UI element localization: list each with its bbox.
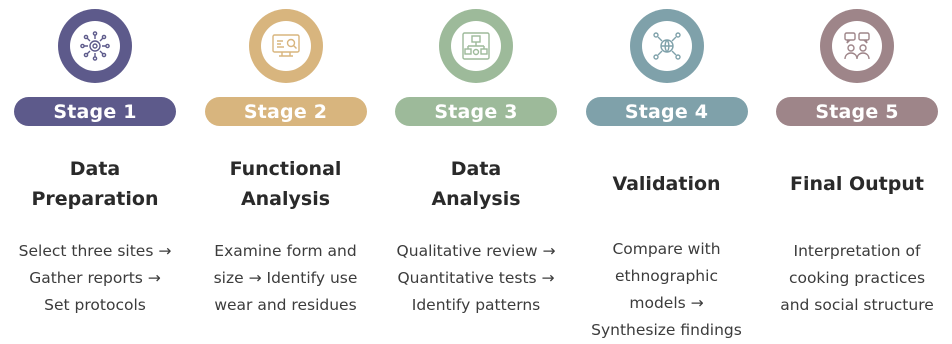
stage-2-icon-ring	[248, 9, 323, 83]
stage-2-icon-holder	[260, 21, 311, 71]
stage-2-desc-line: size → Identify use	[213, 269, 358, 287]
stage-3-desc-line: Qualitative review →	[396, 242, 556, 260]
stage-2-desc-line: Examine form and	[214, 242, 357, 260]
stage-5-icon-ring	[820, 9, 894, 83]
stage-1-icon-ring	[58, 9, 132, 83]
stage-3: Stage 3 Data Analysis Qualitative review…	[381, 0, 571, 342]
stage-4-desc-line: Synthesize findings	[591, 321, 742, 339]
stage-2-title-line: Analysis	[240, 188, 331, 210]
stage-1-title-line: Data	[69, 158, 121, 180]
stage-3-desc-line: Identify patterns	[411, 296, 541, 314]
stage-3-title: Data Analysis	[381, 152, 571, 216]
stage-2-title: Functional Analysis	[191, 152, 381, 216]
stage-1: Stage 1 Data Preparation Select three si…	[0, 0, 190, 342]
stage-3-desc-line: Quantitative tests →	[397, 269, 555, 287]
stage-4: Stage 4 Validation Compare with ethnogra…	[572, 0, 762, 342]
stage-1-title-line: Preparation	[31, 188, 159, 210]
stage-4-desc-line: Compare with	[612, 240, 721, 258]
stage-2-description: Examine form and size → Identify use wea…	[191, 238, 381, 319]
stage-2-desc-line: wear and residues	[214, 296, 357, 314]
stage-3-icon-holder	[451, 21, 501, 71]
stage-1-desc-line: Set protocols	[44, 296, 146, 314]
stage-5: Stage 5 Final Output Interpretation of c…	[762, 0, 952, 342]
stage-5-label: Stage 5	[776, 97, 938, 126]
flowchart-icon	[462, 32, 490, 60]
stage-4-icon-ring	[629, 9, 704, 83]
stage-5-desc-line: and social structure	[780, 296, 934, 314]
stage-4-label: Stage 4	[585, 97, 748, 126]
global-network-icon	[652, 32, 681, 60]
stage-1-icon-holder	[70, 21, 120, 71]
stage-4-icon-holder	[641, 21, 692, 71]
stage-2: Stage 2 Functional Analysis Examine form…	[191, 0, 381, 342]
stage-5-desc-line: cooking practices	[788, 269, 926, 287]
stage-5-title-line: Final Output	[790, 173, 924, 195]
stage-3-label: Stage 3	[395, 97, 557, 126]
stage-1-desc-line: Gather reports →	[29, 269, 161, 287]
stage-4-desc-line: models →	[629, 294, 704, 312]
stage-2-title-line: Functional	[229, 158, 342, 180]
stage-4-title-line: Validation	[612, 173, 721, 195]
stage-1-description: Select three sites → Gather reports → Se…	[0, 238, 190, 319]
stage-4-description: Compare with ethnographic models → Synth…	[572, 236, 762, 344]
stage-3-icon-ring	[439, 9, 513, 83]
stage-5-description: Interpretation of cooking practices and …	[762, 238, 952, 319]
network-gear-icon	[80, 31, 110, 61]
stage-2-label: Stage 2	[204, 97, 367, 126]
stage-3-title-line: Analysis	[431, 188, 521, 210]
stage-1-desc-line: Select three sites →	[18, 242, 172, 260]
stage-5-title: Final Output	[762, 152, 952, 216]
stage-3-description: Qualitative review → Quantitative tests …	[381, 238, 571, 319]
people-discussion-icon	[844, 32, 870, 60]
stage-5-icon-holder	[832, 21, 882, 71]
stage-1-title: Data Preparation	[0, 152, 190, 216]
stage-5-desc-line: Interpretation of	[793, 242, 921, 260]
stage-4-desc-line: ethnographic	[615, 267, 718, 285]
monitor-analysis-icon	[271, 34, 300, 57]
stage-1-label: Stage 1	[14, 97, 176, 126]
stage-3-title-line: Data	[450, 158, 502, 180]
stage-4-title: Validation	[572, 152, 762, 216]
